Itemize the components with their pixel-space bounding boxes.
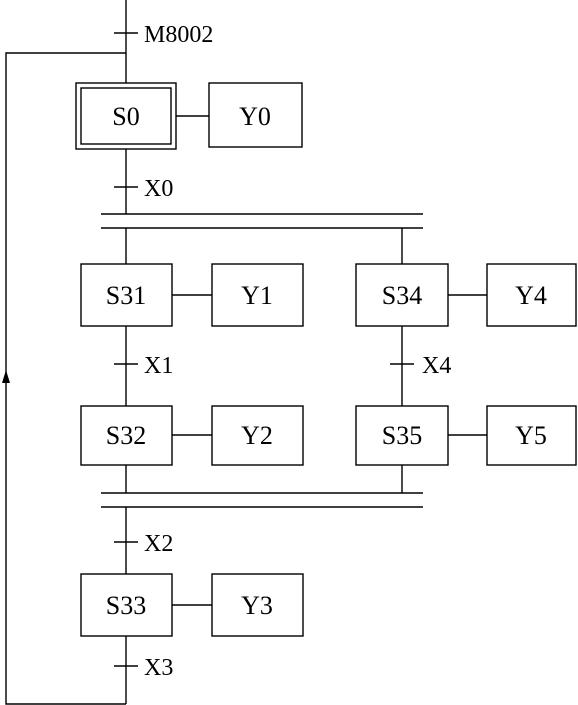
initial-step-s0: S0 bbox=[75, 82, 177, 150]
step-s31: S31 bbox=[80, 263, 173, 327]
transition-label-m8002: M8002 bbox=[144, 22, 213, 48]
step-label-s34: S34 bbox=[382, 281, 422, 310]
step-label-s32: S32 bbox=[106, 421, 146, 450]
transition-label-x0: X0 bbox=[144, 176, 173, 202]
output-label-y5: Y5 bbox=[515, 421, 547, 450]
step-s32: S32 bbox=[80, 405, 173, 466]
step-label-s0: S0 bbox=[112, 102, 139, 131]
step-s34: S34 bbox=[355, 263, 449, 327]
output-y1: Y1 bbox=[211, 263, 304, 327]
parallel-join bbox=[101, 492, 423, 508]
return-arrow-icon bbox=[2, 370, 10, 383]
step-s33: S33 bbox=[80, 573, 173, 637]
transition-label-x2: X2 bbox=[144, 531, 173, 557]
output-label-y3: Y3 bbox=[241, 591, 273, 620]
output-label-y4: Y4 bbox=[515, 281, 547, 310]
transition-label-x1: X1 bbox=[144, 353, 173, 379]
step-label-s31: S31 bbox=[106, 281, 146, 310]
output-label-y1: Y1 bbox=[241, 281, 273, 310]
output-y2: Y2 bbox=[211, 405, 304, 466]
output-y0: Y0 bbox=[208, 82, 303, 148]
parallel-split bbox=[101, 213, 423, 229]
step-label-s33: S33 bbox=[106, 591, 146, 620]
output-label-y2: Y2 bbox=[241, 421, 273, 450]
step-s35: S35 bbox=[355, 405, 449, 466]
output-y4: Y4 bbox=[486, 263, 577, 327]
step-label-s35: S35 bbox=[382, 421, 422, 450]
output-y3: Y3 bbox=[211, 573, 304, 637]
output-y5: Y5 bbox=[486, 405, 577, 466]
output-label-y0: Y0 bbox=[239, 102, 271, 131]
transition-label-x3: X3 bbox=[144, 655, 173, 681]
transition-label-x4: X4 bbox=[422, 353, 451, 379]
